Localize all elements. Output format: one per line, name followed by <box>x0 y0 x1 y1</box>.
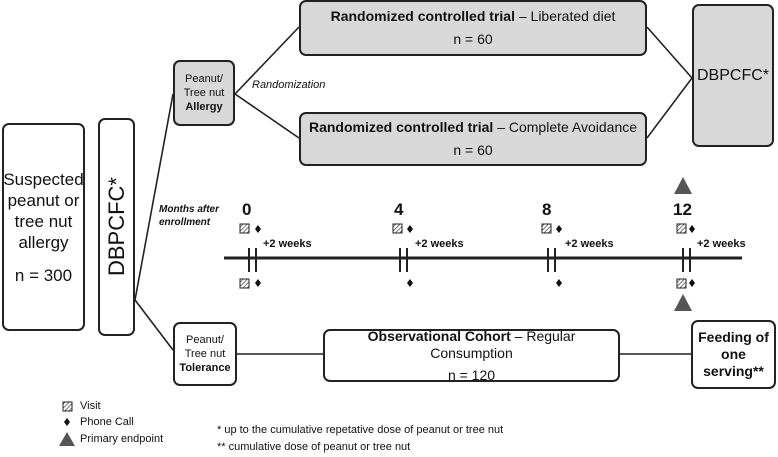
rct-liberated-box: Randomized controlled trial – Liberated … <box>299 0 647 56</box>
line-to-tolerance <box>134 299 174 351</box>
randomization-label: Randomization <box>252 79 326 91</box>
allergy-line2: Tree nut <box>183 87 225 99</box>
allergy-box: Peanut/ Tree nut Allergy <box>173 60 235 126</box>
two-weeks-label-4: +2 weeks <box>415 238 464 250</box>
observational-title-rest: – Regular Consumption <box>430 327 576 361</box>
suspected-allergy-box: Suspected peanut or tree nut allergy n =… <box>2 123 85 331</box>
rct-liberated-n: n = 60 <box>453 31 493 47</box>
month-12: 12 <box>673 200 692 219</box>
footnote-2: ** cumulative dose of peanut or tree nut <box>217 441 411 453</box>
tolerance-line3: Tolerance <box>179 362 231 374</box>
tolerance-box: Peanut/ Tree nut Tolerance <box>173 322 237 386</box>
primary-endpoint-markers <box>674 177 692 311</box>
rct-liberated-title-bold: Randomized controlled trial <box>330 8 515 24</box>
suspected-label: Suspected peanut or tree nut allergy <box>3 169 84 252</box>
rct-avoidance-title-bold: Randomized controlled trial <box>308 119 494 135</box>
dbpcfc-end-label: DBPCFC* <box>696 66 769 84</box>
observational-title: Observational Cohort – Regular Consumpti… <box>325 328 618 362</box>
rct-avoidance-n: n = 60 <box>453 142 493 158</box>
legend-symbols <box>59 401 75 446</box>
two-weeks-label-8: +2 weeks <box>565 238 614 250</box>
tolerance-line2: Tree nut <box>184 348 226 360</box>
rct-avoidance-box: Randomized controlled trial – Complete A… <box>299 112 647 166</box>
visit-markers <box>239 223 687 289</box>
dbpcfc-vertical-box: DBPCFC* <box>98 118 135 336</box>
footnote-1: * up to the cumulative repetative dose o… <box>217 424 504 436</box>
feeding-label: Feeding of one serving** <box>698 329 769 379</box>
suspected-n: n = 300 <box>14 265 73 285</box>
allergy-line1: Peanut/ <box>185 73 223 85</box>
rct-liberated-title: Randomized controlled trial – Liberated … <box>331 8 616 25</box>
month-8: 8 <box>542 200 552 219</box>
month-0: 0 <box>242 200 252 219</box>
months-label: Months after enrollment <box>159 204 219 228</box>
observational-n: n = 120 <box>447 366 496 383</box>
line-to-rct-liberated <box>234 26 300 95</box>
legend-visit: Visit <box>80 400 101 412</box>
line-to-allergy <box>134 93 174 301</box>
feeding-box: Feeding of one serving** <box>691 320 776 389</box>
line-from-rct-liberated <box>646 26 693 79</box>
two-weeks-label-0: +2 weeks <box>263 238 312 250</box>
rct-avoidance-title-rest: – Complete Avoidance <box>493 119 638 135</box>
legend-primary-endpoint: Primary endpoint <box>80 433 164 445</box>
dbpcfc-vertical-label: DBPCFC* <box>103 177 129 277</box>
tolerance-line1: Peanut/ <box>186 334 224 346</box>
legend-phone-call: Phone Call <box>80 416 134 428</box>
rct-liberated-title-rest: – Liberated diet <box>514 8 616 24</box>
line-to-rct-avoidance <box>234 93 300 139</box>
timeline <box>224 248 742 272</box>
allergy-line3: Allergy <box>185 101 223 113</box>
line-from-rct-avoidance <box>646 77 693 139</box>
observational-title-bold: Observational Cohort <box>367 327 511 344</box>
observational-box: Observational Cohort – Regular Consumpti… <box>323 328 620 383</box>
two-weeks-label-12: +2 weeks <box>697 238 746 250</box>
month-4: 4 <box>394 200 404 219</box>
phone-call-markers <box>255 225 695 287</box>
rct-avoidance-title: Randomized controlled trial – Complete A… <box>309 119 637 136</box>
dbpcfc-end-box: DBPCFC* <box>692 4 774 147</box>
